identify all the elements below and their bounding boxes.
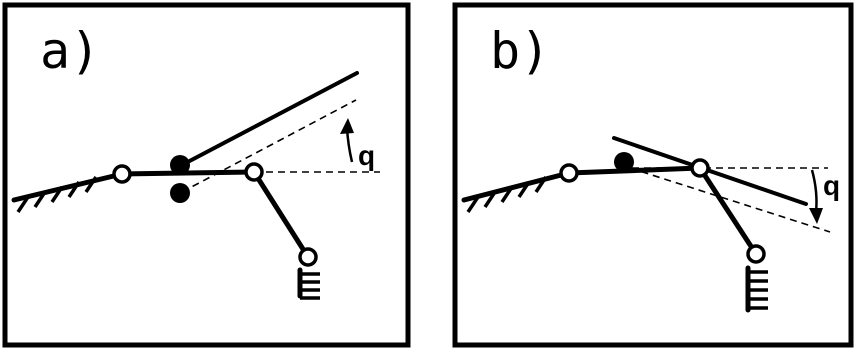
panel-b-bottom-ground-hatch xyxy=(745,265,768,313)
panel-a-angle-arrow xyxy=(340,118,354,163)
panel-b-lower-link xyxy=(697,165,759,257)
panel-b-label: b) xyxy=(490,22,550,80)
panel-a-upper-bar xyxy=(180,71,359,167)
panel-a-joint-bottom xyxy=(298,247,318,267)
panel-a-label: a) xyxy=(40,22,100,80)
panel-b-ground-link xyxy=(461,170,572,203)
panel-a-ground-link xyxy=(11,171,125,203)
panel-b-angle-arrow xyxy=(809,169,823,224)
panel-a-frame xyxy=(2,2,411,348)
panel-a-joint-left xyxy=(112,164,132,184)
panel-a-lower-link xyxy=(251,169,311,260)
panel-b-tilted-bar xyxy=(612,136,808,206)
panel-b-joint-bottom xyxy=(746,244,766,264)
panel-b-contact xyxy=(614,152,634,172)
panel-a-joint-right xyxy=(244,162,264,182)
panel-a-angle-label: q xyxy=(358,140,375,171)
panel-b: b) q xyxy=(452,2,854,348)
panel-a-contact-lower xyxy=(170,183,190,203)
panel-a-contact-upper xyxy=(170,155,190,175)
panel-b-dashed-diagonal xyxy=(629,167,831,233)
panel-a-ground-hatch xyxy=(16,176,98,213)
panel-b-angle-label: q xyxy=(823,170,840,201)
panel-b-joint-left xyxy=(559,163,579,183)
panel-b-frame xyxy=(452,2,854,348)
panel-a: a) q xyxy=(2,2,411,348)
panel-a-bottom-ground-hatch xyxy=(297,267,320,300)
panel-b-ground-hatch xyxy=(466,176,548,213)
panel-a-horizontal-link xyxy=(119,169,257,177)
panel-a-dashed-diagonal xyxy=(181,99,357,193)
panel-b-joint-right xyxy=(690,158,710,178)
panel-b-horizontal-link xyxy=(566,165,703,176)
